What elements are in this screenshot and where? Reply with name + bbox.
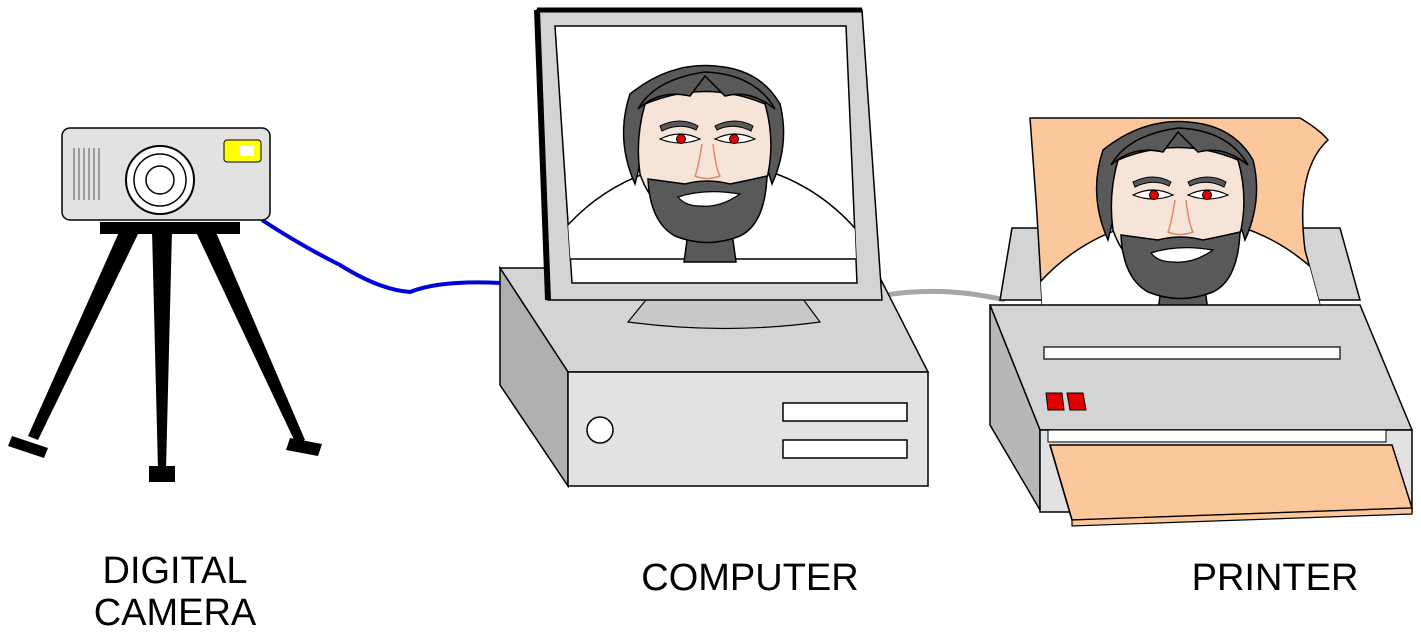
camera-label-line2: CAMERA bbox=[60, 592, 290, 634]
computer-label: COMPUTER bbox=[600, 557, 900, 599]
camera-icon bbox=[8, 128, 322, 482]
camera-label-line1: DIGITAL bbox=[60, 550, 290, 592]
tripod-icon bbox=[8, 222, 322, 482]
printer-icon bbox=[990, 118, 1412, 526]
computer-icon bbox=[500, 10, 928, 486]
camera-cable bbox=[262, 220, 500, 292]
printer-cable bbox=[880, 291, 1005, 300]
printer-label: PRINTER bbox=[1150, 557, 1400, 599]
monitor-icon bbox=[537, 10, 882, 300]
camera-label: DIGITAL CAMERA bbox=[60, 550, 290, 634]
